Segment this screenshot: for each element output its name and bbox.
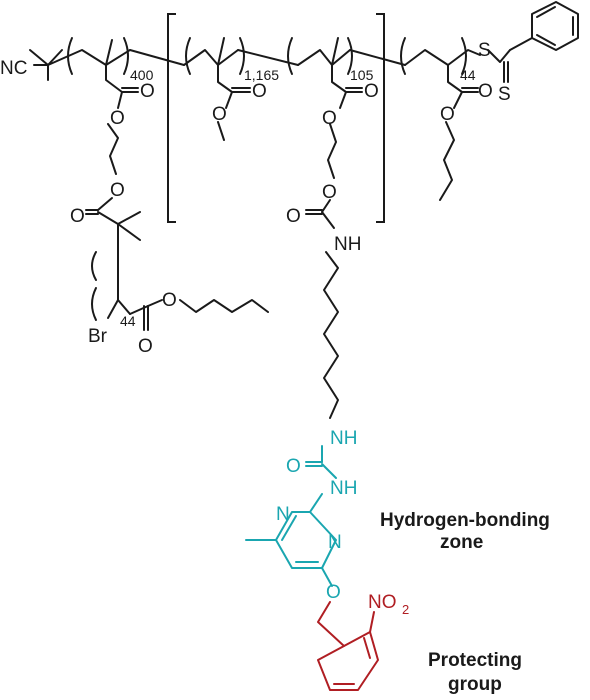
protecting-group-label: Protecting: [428, 650, 522, 671]
ester-oxygen-label: O: [140, 81, 155, 102]
zone-labels: Hydrogen-bonding zone Protecting group: [380, 510, 550, 695]
repeat-unit-delimiters: [67, 13, 467, 321]
hydrogen-bonding-zone-label-line2: zone: [440, 532, 483, 553]
nitrile-label: NC: [0, 58, 27, 79]
carbamate-nh-label: NH: [334, 234, 361, 255]
pyrimidine-nitrogen-label: N: [276, 504, 290, 525]
carbonyl-oxygen-label: O: [70, 206, 85, 227]
side-chain-block-1165: [217, 64, 251, 141]
methoxy-oxygen-label: O: [212, 104, 227, 125]
carbonyl-oxygen-label: O: [138, 336, 153, 357]
carbamate-oxygen-label: O: [322, 182, 337, 203]
pyrimidine-nitrogen-label: N: [328, 532, 342, 553]
nitro-label: NO: [368, 592, 397, 613]
bromine-label: Br: [88, 326, 108, 347]
urea-oxygen-label: O: [286, 456, 301, 477]
urea-nh-label: NH: [330, 428, 357, 449]
carbonyl-oxygen-label: O: [478, 81, 493, 102]
ester-oxygen-label: O: [440, 104, 455, 125]
side-chain-block-400: [85, 64, 269, 331]
block-400-count: 400: [130, 67, 154, 83]
nitro-subscript: 2: [402, 602, 409, 617]
dithiobenzoate-end-group: [487, 1, 579, 83]
side-chain-block-44: [439, 64, 479, 201]
atom-labels: NC O O O O O O Br O O O O O O NH O O S S…: [0, 40, 511, 617]
hydrogen-bonding-zone-label: Hydrogen-bonding: [380, 510, 550, 531]
ester-oxygen-label: O: [322, 108, 337, 129]
block-105-count: 105: [350, 67, 374, 83]
thioester-sulfur-label: S: [478, 40, 491, 61]
block-44-count-left: 44: [120, 313, 136, 329]
urea-nh-label: NH: [330, 478, 357, 499]
protecting-group-label-line2: group: [448, 674, 502, 695]
block-1165-count: 1,165: [244, 67, 279, 83]
block-44-count: 44: [460, 67, 476, 83]
ether-oxygen-label: O: [326, 582, 341, 603]
thiocarbonyl-sulfur-label: S: [498, 84, 511, 105]
carbonyl-oxygen-label: O: [286, 206, 301, 227]
ester-oxygen-label: O: [110, 108, 125, 129]
carbonyl-oxygen-label: O: [364, 81, 379, 102]
ester-oxygen-label: O: [162, 290, 177, 311]
side-chain-block-105: [305, 64, 363, 419]
ether-oxygen-label: O: [110, 180, 125, 201]
repeat-subscripts: 400 1,165 105 44 44: [120, 67, 476, 329]
protecting-group: [317, 601, 379, 691]
hydrogen-bonding-zone: [245, 445, 337, 587]
carbonyl-oxygen-label: O: [252, 81, 267, 102]
